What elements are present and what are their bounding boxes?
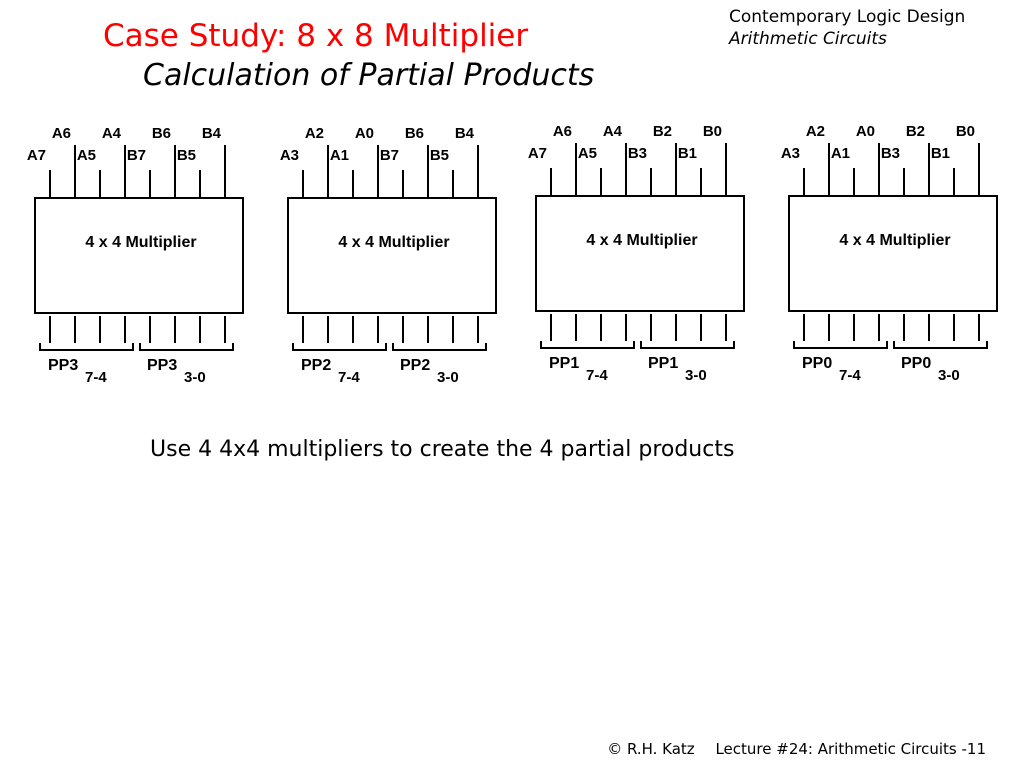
multiplier-2-input-b4: B4 xyxy=(455,125,475,142)
multiplier-1-input-a5: A5 xyxy=(77,147,96,164)
multiplier-1-input-a4: A4 xyxy=(102,125,122,142)
slide-title: Case Study: 8 x 8 Multiplier xyxy=(103,18,529,54)
multiplier-1-output-bracket-1 xyxy=(39,343,134,351)
multiplier-2-output-bracket-2 xyxy=(392,343,487,351)
multiplier-2-input-a0: A0 xyxy=(355,125,374,142)
multiplier-3-input-b0: B0 xyxy=(703,123,722,140)
multiplier-3-input-a5: A5 xyxy=(578,145,597,162)
multiplier-4-output-pp0-low: PP0 xyxy=(901,355,931,372)
multiplier-4-box xyxy=(788,195,998,312)
multiplier-4-input-b0: B0 xyxy=(956,123,975,140)
multiplier-3-input-a4: A4 xyxy=(603,123,623,140)
multiplier-1-input-b6: B6 xyxy=(152,125,171,142)
multiplier-3-label: 4 x 4 Multiplier xyxy=(586,232,697,249)
multiplier-3-output-bracket-1 xyxy=(540,341,635,349)
multiplier-2-output-pp2-low: PP2 xyxy=(400,357,430,374)
multiplier-3-input-b2: B2 xyxy=(653,123,672,140)
multiplier-2-input-b7: B7 xyxy=(380,147,399,164)
multiplier-4-input-b1: B1 xyxy=(931,145,950,162)
multiplier-3-input-b1: B1 xyxy=(678,145,697,162)
multiplier-2-input-a1: A1 xyxy=(330,147,349,164)
multiplier-3-output-pp1-high: PP1 xyxy=(549,355,579,372)
multiplier-3-output-bracket-2 xyxy=(640,341,735,349)
multiplier-4-output-bracket-1 xyxy=(793,341,888,349)
multiplier-4-output-subscript-low: 3-0 xyxy=(938,367,960,384)
multiplier-4-input-b2: B2 xyxy=(906,123,925,140)
course-name: Contemporary Logic Design xyxy=(729,7,966,27)
multiplier-4-output-subscript-high: 7-4 xyxy=(839,367,861,384)
multiplier-1-output-pp3-high: PP3 xyxy=(48,357,78,374)
multiplier-3-output-pp1-low: PP1 xyxy=(648,355,678,372)
multiplier-2-output-pp2-high: PP2 xyxy=(301,357,331,374)
multiplier-1-input-b4: B4 xyxy=(202,125,222,142)
multiplier-1-output-pp3-low: PP3 xyxy=(147,357,177,374)
multiplier-2-box xyxy=(287,197,497,314)
slide-footer: © R.H. Katz Lecture #24: Arithmetic Circ… xyxy=(607,740,986,758)
multiplier-2-input-a3: A3 xyxy=(280,147,299,164)
multiplier-2-output-bracket-1 xyxy=(292,343,387,351)
multiplier-3-input-a7: A7 xyxy=(528,145,547,162)
multiplier-4-input-b3: B3 xyxy=(881,145,900,162)
multiplier-1-input-b5: B5 xyxy=(177,147,196,164)
multiplier-4-input-a3: A3 xyxy=(781,145,800,162)
multiplier-2-input-b5: B5 xyxy=(430,147,449,164)
multiplier-4-input-a1: A1 xyxy=(831,145,850,162)
slide-caption: Use 4 4x4 multipliers to create the 4 pa… xyxy=(150,437,735,462)
multiplier-1-input-b7: B7 xyxy=(127,147,146,164)
multiplier-1-label: 4 x 4 Multiplier xyxy=(85,234,196,251)
course-topic: Arithmetic Circuits xyxy=(729,29,887,49)
multiplier-1-output-bracket-2 xyxy=(139,343,234,351)
multiplier-4-label: 4 x 4 Multiplier xyxy=(839,232,950,249)
multiplier-1-output-subscript-low: 3-0 xyxy=(184,369,206,386)
multiplier-1-input-a6: A6 xyxy=(52,125,71,142)
multiplier-4-input-a2: A2 xyxy=(806,123,825,140)
slide-subtitle: Calculation of Partial Products xyxy=(143,58,595,93)
multiplier-2-label: 4 x 4 Multiplier xyxy=(338,234,449,251)
multiplier-3-output-subscript-low: 3-0 xyxy=(685,367,707,384)
multiplier-1-box xyxy=(34,197,244,314)
footer-author: © R.H. Katz xyxy=(607,740,695,758)
multiplier-3-input-a6: A6 xyxy=(553,123,572,140)
footer-lecture: Lecture #24: Arithmetic Circuits -11 xyxy=(715,740,986,758)
multiplier-3-output-subscript-high: 7-4 xyxy=(586,367,608,384)
multiplier-2-input-b6: B6 xyxy=(405,125,424,142)
multiplier-1-output-subscript-high: 7-4 xyxy=(85,369,107,386)
multiplier-4-input-a0: A0 xyxy=(856,123,875,140)
multiplier-4-output-pp0-high: PP0 xyxy=(802,355,832,372)
course-header: Contemporary Logic Design Arithmetic Cir… xyxy=(729,6,965,50)
multiplier-4-output-bracket-2 xyxy=(893,341,988,349)
multiplier-2-input-a2: A2 xyxy=(305,125,324,142)
multiplier-3-box xyxy=(535,195,745,312)
multiplier-2-output-subscript-low: 3-0 xyxy=(437,369,459,386)
multiplier-1-input-a7: A7 xyxy=(27,147,46,164)
multiplier-2-output-subscript-high: 7-4 xyxy=(338,369,360,386)
multiplier-3-input-b3: B3 xyxy=(628,145,647,162)
